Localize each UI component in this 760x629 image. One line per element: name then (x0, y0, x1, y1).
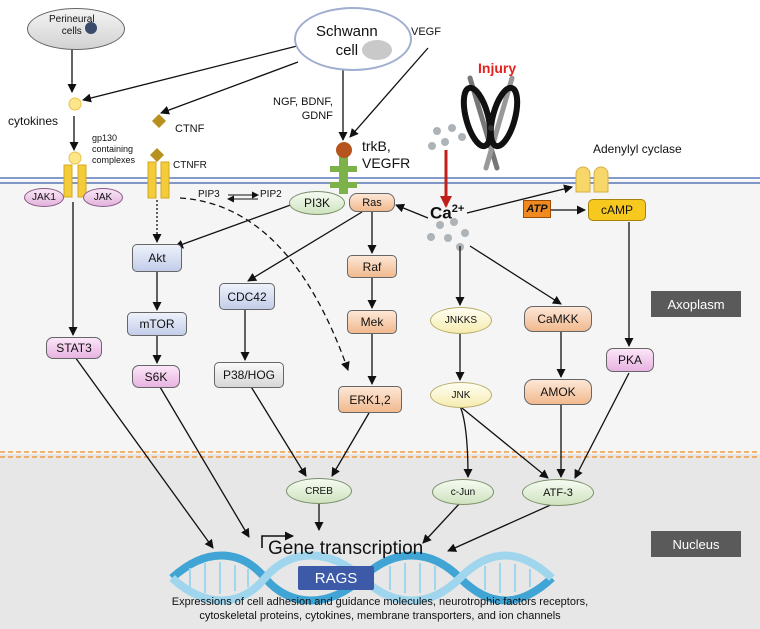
rags-description: Expressions of cell adhesion and guidanc… (171, 596, 589, 622)
jnkks-node[interactable]: JNKKS (430, 307, 492, 334)
schwann-cell (294, 7, 412, 71)
schwann-cell-label: Schwann cell (316, 23, 378, 59)
pip2-label: PIP2 (260, 189, 282, 200)
atp-label: ATP (526, 203, 548, 215)
mtor-node[interactable]: mTOR (127, 312, 187, 336)
camkk-node[interactable]: CaMKK (524, 306, 592, 332)
calcium-label: Ca2+ (430, 203, 464, 224)
calcium-charge: 2+ (451, 203, 465, 215)
akt-node[interactable]: Akt (132, 244, 182, 272)
pi3k-node[interactable]: PI3K (289, 191, 345, 215)
creb-node[interactable]: CREB (286, 478, 352, 504)
stat3-node[interactable]: STAT3 (46, 337, 102, 359)
signaling-arrows (68, 184, 634, 552)
vegf-label: VEGF (411, 26, 441, 38)
adenylyl-cyclase-label: Adenylyl cyclase (593, 142, 682, 156)
atp-node[interactable]: ATP (523, 200, 551, 218)
transcription-start-arrow (261, 531, 294, 548)
cytokine-ligand (68, 97, 82, 111)
perineural-cell (27, 8, 125, 50)
extracellular-arrows (67, 43, 429, 151)
ctnfr-receptor (147, 161, 170, 199)
raf-node[interactable]: Raf (347, 255, 397, 278)
injury-label: Injury (478, 60, 517, 76)
amok-node[interactable]: AMOK (524, 379, 592, 405)
gp130-label: gp130 containing complexes (92, 133, 136, 165)
ras-node[interactable]: Ras (349, 193, 395, 212)
camp-node[interactable]: cAMP (588, 199, 646, 221)
jak-node[interactable]: JAK (83, 188, 123, 207)
growth-factors-label: NGF, BDNF, GDNF (273, 96, 333, 122)
ctnf-label: CTNF (175, 123, 205, 135)
s6k-node[interactable]: S6K (132, 365, 180, 388)
jnk-node[interactable]: JNK (430, 382, 492, 408)
p38-hog-node[interactable]: P38/HOG (214, 362, 284, 388)
perineural-cell-label: Perineural cells (49, 14, 95, 37)
plasma-membrane (0, 177, 760, 184)
scissors-icon (460, 75, 521, 171)
calcium-ions-extracellular (428, 124, 466, 150)
cytokines-label: cytokines (8, 114, 59, 128)
ctnfr-label: CTNFR (173, 160, 207, 171)
c-jun-node[interactable]: c-Jun (432, 479, 494, 505)
nucleus-region (0, 454, 760, 629)
cdc42-node[interactable]: CDC42 (219, 283, 275, 310)
perineural-nucleus (85, 22, 97, 34)
axoplasm-tag: Axoplasm (651, 291, 741, 317)
nucleus-tag: Nucleus (651, 531, 741, 557)
trkb-receptor (330, 142, 357, 194)
adenylyl-cyclase-channel (575, 166, 609, 193)
pip3-label: PIP3 (198, 189, 220, 200)
atf3-node[interactable]: ATF-3 (522, 479, 594, 506)
erk-node[interactable]: ERK1,2 (338, 386, 402, 413)
schwann-nucleus (362, 40, 392, 60)
trkb-label: trkB, VEGFR (362, 138, 411, 171)
cytokine-bound-ligand (68, 151, 82, 165)
nuclear-membrane (0, 451, 760, 458)
ctnf-bound-ligand (150, 148, 164, 162)
mek-node[interactable]: Mek (347, 310, 397, 334)
gene-transcription-label: Gene transcription (268, 538, 424, 559)
gp130-receptor (63, 164, 87, 198)
pka-node[interactable]: PKA (606, 348, 654, 372)
jak1-node[interactable]: JAK1 (24, 188, 64, 207)
rags-box[interactable]: RAGS (298, 566, 374, 590)
ctnf-ligand (152, 114, 166, 128)
calcium-base: Ca (430, 203, 452, 223)
